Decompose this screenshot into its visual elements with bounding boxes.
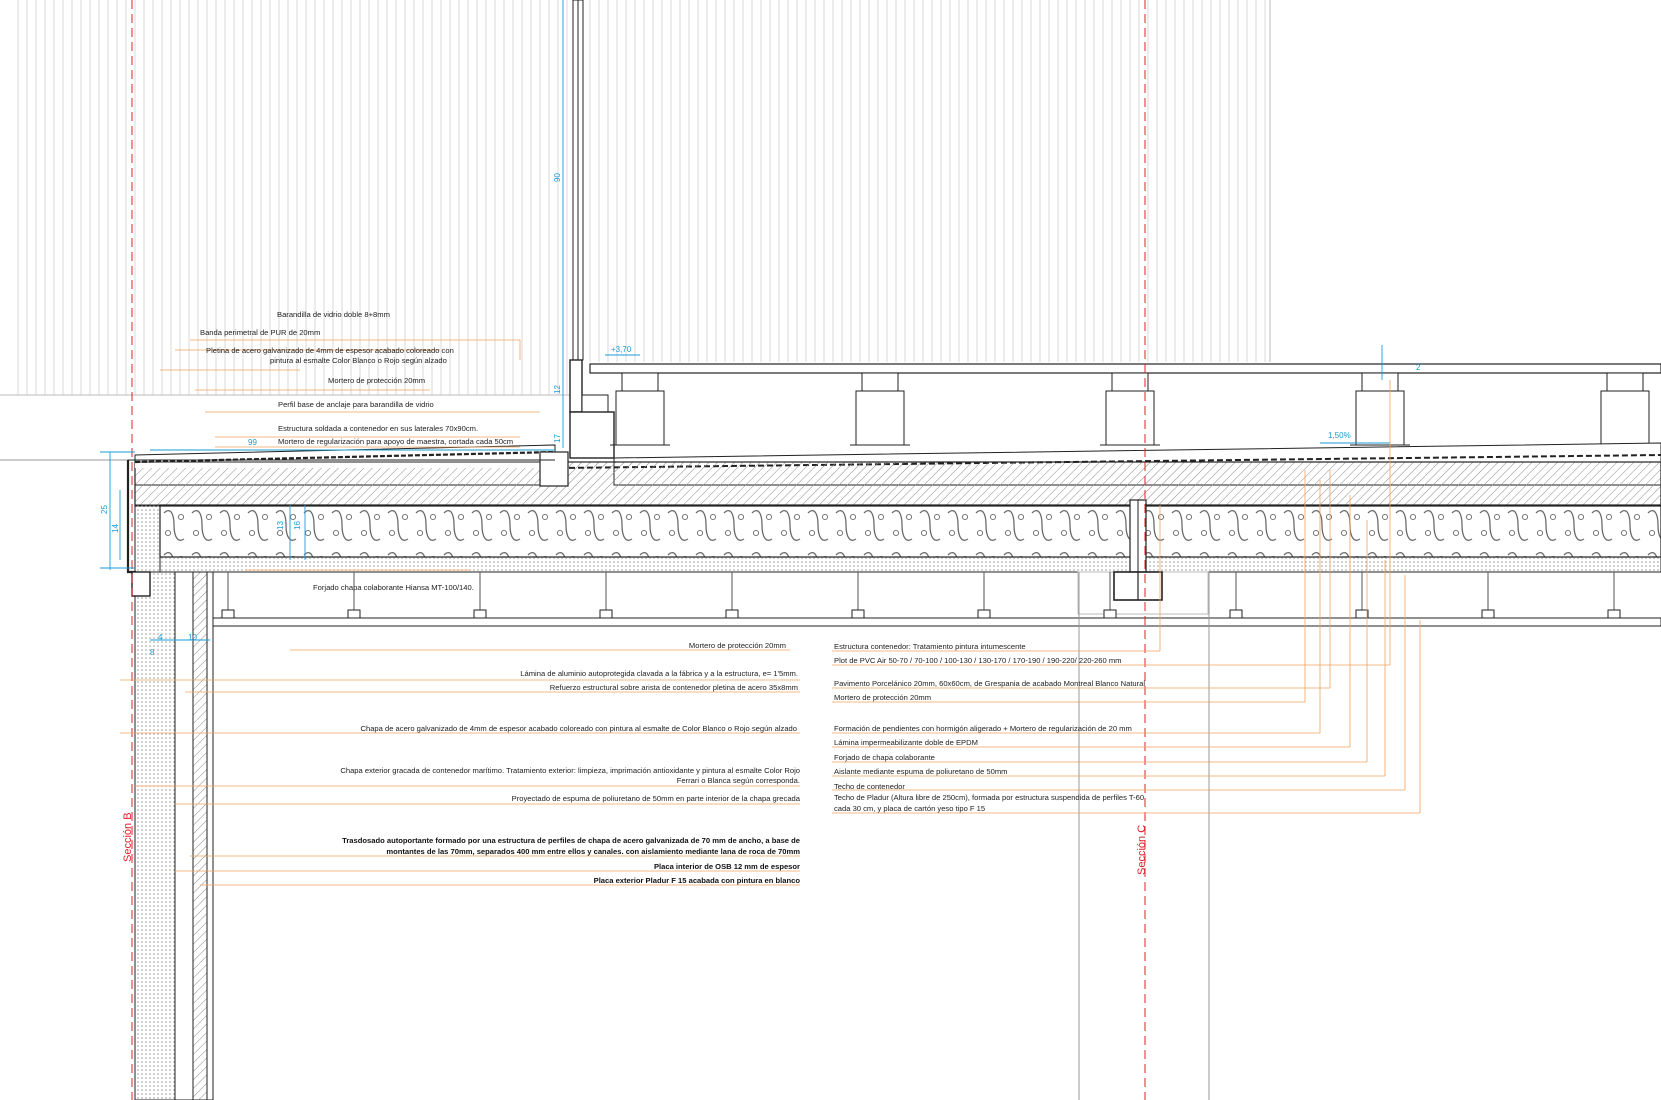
pedestal-body [855,390,905,446]
leader-line [190,339,521,360]
section-b-label: Sección B [122,812,134,862]
right-label: Forjado de chapa colaborante [834,753,935,762]
dim-25: 25 [100,505,109,514]
pedestal-body [1600,390,1650,446]
background-elevation-lines [17,0,1271,395]
pedestal-head [1606,372,1644,392]
ceiling-profile [1103,609,1117,619]
upper-label: Estructura soldada a contenedor en sus l… [278,424,478,433]
ceiling-profile [725,609,739,619]
ceiling-profile [851,609,865,619]
dimension-lines [100,0,1390,641]
pedestal-head [1111,372,1149,392]
ceiling-profile [977,609,991,619]
dim-17: 17 [553,434,562,443]
level-tag: 2 [1416,363,1421,372]
level-slope: 1,50% [1328,431,1351,440]
upper-label: Perfil base de anclaje para barandilla d… [278,400,434,409]
upper-label: Forjado chapa colaborante Hiansa MT-100/… [313,583,474,592]
ceiling-profile [599,609,613,619]
right-label: Techo de Pladur (Altura libre de 250cm),… [834,793,1144,802]
right-label: Aislante mediante espuma de poliuretano … [834,767,1008,776]
suspended-ceiling [209,572,1661,627]
right-label: Plot de PVC Air 50-70 / 70-100 / 100-130… [834,656,1121,665]
annotation-leaders [120,339,1421,886]
upper-label: Mortero de regularización para apoyo de … [278,437,513,446]
ceiling-profile [1607,609,1621,619]
railing-anchor-profile [539,451,569,487]
dim-99: 99 [248,438,257,447]
ceiling-profile [1481,609,1495,619]
section-c-label: Sección C [1136,825,1148,875]
container-wall [131,571,214,1100]
left-label: Lámina de aluminio autoprotegida clavada… [520,669,798,678]
pedestal-body [1355,390,1405,446]
dim-4: 4 [158,633,163,642]
right-label: Formación de pendientes con hormigón ali… [834,724,1132,733]
ceiling-profile [221,609,235,619]
left-label: Mortero de protección 20mm [689,641,786,650]
upper-label: Mortero de protección 20mm [328,376,425,385]
ceiling-profile [473,609,487,619]
container-joint-beam [1077,499,1209,615]
dim-90: 90 [553,173,562,182]
left-label: Chapa exterior gracada de contenedor mar… [340,766,800,775]
left-label: Chapa de acero galvanizado de 4mm de esp… [361,724,798,733]
left-label-bold: Placa exterior Pladur F 15 acabada con p… [594,876,801,885]
upper-label: Barandilla de vidrio doble 8+8mm [277,310,390,319]
left-label: Proyectado de espuma de poliuretano de 5… [512,794,801,803]
pedestal-body [1105,390,1155,446]
glass-railing [569,0,615,459]
upper-label: pintura al esmalte Color Blanco o Rojo s… [270,356,447,365]
collaborating-deck [159,504,1661,558]
pedestal-body [615,390,665,446]
right-label: Estructura contenedor: Tratamiento pintu… [834,642,1026,651]
right-label: Mortero de protección 20mm [834,693,931,702]
ceiling-profile [1355,609,1369,619]
right-label: cada 30 cm, y placa de cartón yeso tipo … [834,804,985,813]
right-label: Pavimento Porcelánico 20mm, 60x60cm, de … [834,679,1145,688]
left-label-bold: Placa interior de OSB 12 mm de espesor [654,862,800,871]
left-label-bold: Trasdosado autoportante formado por una … [342,836,800,845]
dim-16: 16 [293,521,302,530]
dim-13: 13 [276,521,285,530]
dim-12: 12 [553,385,562,394]
upper-label: Pletina de acero galvanizado de 4mm de e… [206,346,454,355]
pedestal-head [861,372,899,392]
left-label: Ferrari o Blanca según corresponda. [677,776,800,785]
left-label-bold: montantes de las 70mm, separados 400 mm … [386,847,800,856]
upper-annotations: Barandilla de vidrio doble 8+8mm Banda p… [200,310,513,592]
dim-10: 10 [188,633,197,642]
pedestal-head [1361,372,1399,392]
right-label: Lámina impermeabilizante doble de EPDM [834,738,978,747]
ceiling-profile [1229,609,1243,619]
upper-label: Banda perimetral de PUR de 20mm [200,328,320,337]
right-label: Techo de contenedor [834,782,905,791]
right-annotations: Estructura contenedor: Tratamiento pintu… [834,642,1145,813]
porcelain-paving [589,363,1661,374]
pedestal-head [621,372,659,392]
left-label: Refuerzo estructural sobre arista de con… [550,683,798,692]
level-top: +3,70 [611,345,632,354]
pvc-pedestals [610,372,1655,446]
dim-14: 14 [111,524,120,533]
left-annotations: Mortero de protección 20mm Lámina de alu… [340,641,800,885]
ceiling-profile [347,609,361,619]
concrete-slab [134,461,1661,507]
dim-8: 8 [150,648,155,657]
